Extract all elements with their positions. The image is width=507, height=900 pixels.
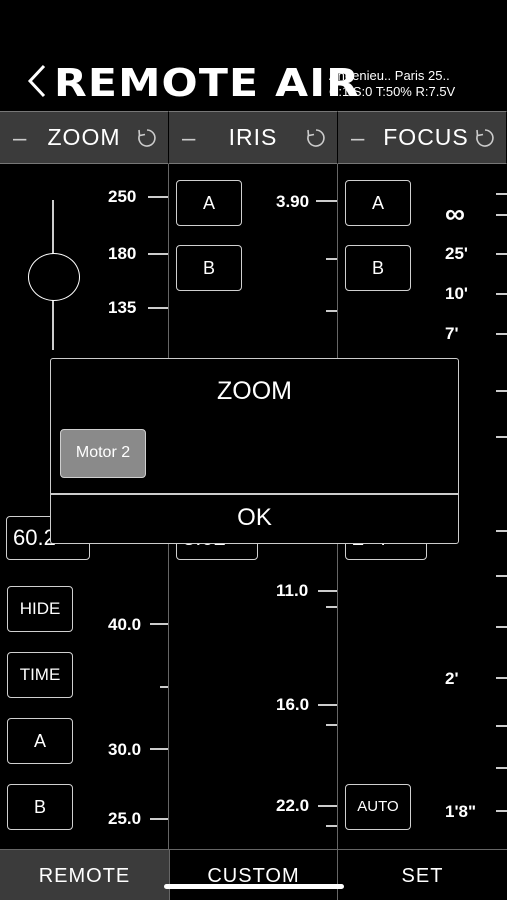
auto-focus-button[interactable]: AUTO	[345, 784, 411, 830]
iris-tick	[326, 258, 337, 260]
zoom-slider-knob[interactable]	[28, 253, 80, 301]
iris-scale-label: 22.0	[276, 796, 310, 815]
focus-tick	[496, 214, 507, 216]
hide-button[interactable]: HIDE	[7, 586, 73, 632]
zoom-scale-label: 30.0	[108, 740, 142, 759]
focus-tick	[496, 626, 507, 628]
focus-title: FOCUS	[383, 124, 469, 150]
focus-column-header: – FOCUS	[338, 111, 507, 164]
iris-scale-label: 3.90	[276, 192, 310, 211]
focus-tick	[496, 293, 507, 295]
dialog-title: ZOOM	[217, 377, 292, 405]
focus-reset-icon[interactable]	[474, 127, 496, 149]
focus-tick	[496, 677, 507, 679]
motor-status: C:1 S:0 T:50% R:7.5V	[329, 84, 456, 99]
focus-scale-label: 25'	[445, 244, 468, 263]
zoom-scale-label: 40.0	[108, 615, 142, 634]
iris-tick	[316, 200, 337, 202]
focus-tick	[496, 436, 507, 438]
focus-scale-label: ∞	[445, 198, 465, 229]
zoom-tick	[148, 307, 168, 309]
back-chevron-icon[interactable]	[26, 63, 48, 99]
iris-tick	[318, 704, 337, 706]
focus-tick	[496, 575, 507, 577]
iris-reset-icon[interactable]	[305, 127, 327, 149]
zoom-scale-label: 25.0	[108, 809, 142, 828]
focus-scale-label: 7'	[445, 324, 459, 343]
focus-tick	[496, 333, 507, 335]
tab-remote[interactable]: REMOTE	[0, 850, 169, 900]
iris-tick	[326, 825, 337, 827]
zoom-b-button[interactable]: B	[7, 784, 73, 830]
iris-scale-label: 11.0	[276, 581, 309, 600]
lens-name: Angenieu.. Paris 25..	[329, 68, 450, 83]
iris-b-button[interactable]: B	[176, 245, 242, 291]
iris-column-header: – IRIS	[169, 111, 338, 164]
iris-scale-label: 16.0	[276, 695, 310, 714]
app-header: REMOTE AIR Angenieu.. Paris 25.. C:1 S:0…	[0, 55, 507, 110]
home-indicator[interactable]	[164, 884, 344, 889]
focus-scale-label: 2'	[445, 669, 459, 688]
dialog-divider	[51, 493, 458, 495]
device-status: Angenieu.. Paris 25.. C:1 S:0 T:50% R:7.…	[329, 68, 455, 100]
zoom-tick	[150, 748, 168, 750]
zoom-scale-label: 250	[108, 187, 137, 206]
iris-title: IRIS	[228, 124, 278, 150]
zoom-reset-icon[interactable]	[136, 127, 158, 149]
tab-custom[interactable]: CUSTOM	[169, 850, 338, 900]
focus-a-button[interactable]: A	[345, 180, 411, 226]
iris-minus-icon[interactable]: –	[182, 125, 196, 152]
zoom-tick	[150, 818, 168, 820]
focus-b-button[interactable]: B	[345, 245, 411, 291]
focus-tick	[496, 530, 507, 532]
zoom-a-button[interactable]: A	[7, 718, 73, 764]
focus-tick	[496, 193, 507, 195]
focus-tick	[496, 810, 507, 812]
focus-scale-label: 1'8"	[445, 802, 477, 821]
focus-scale-label: 10'	[445, 284, 468, 303]
zoom-tick	[150, 623, 168, 625]
zoom-scale-label: 135	[108, 298, 137, 317]
iris-tick	[326, 724, 337, 726]
focus-tick	[496, 767, 507, 769]
focus-minus-icon[interactable]: –	[351, 125, 365, 152]
iris-tick	[318, 805, 337, 807]
time-button[interactable]: TIME	[7, 652, 73, 698]
iris-tick	[326, 310, 337, 312]
zoom-tick	[160, 686, 168, 688]
zoom-motor-dialog: ZOOM Motor 2 OK	[50, 358, 459, 544]
app-title: REMOTE AIR	[54, 61, 361, 105]
iris-tick	[326, 606, 337, 608]
zoom-minus-icon[interactable]: –	[13, 125, 27, 152]
zoom-tick	[148, 196, 168, 198]
zoom-tick	[148, 253, 168, 255]
zoom-scale-label: 180	[108, 244, 137, 263]
zoom-column-header: – ZOOM	[0, 111, 169, 164]
bottom-tab-bar: REMOTE CUSTOM SET	[0, 849, 507, 900]
motor-2-option[interactable]: Motor 2	[60, 429, 146, 478]
iris-tick	[318, 590, 337, 592]
zoom-title: ZOOM	[47, 124, 121, 150]
focus-tick	[496, 725, 507, 727]
focus-tick	[496, 253, 507, 255]
tab-set[interactable]: SET	[338, 850, 507, 900]
iris-a-button[interactable]: A	[176, 180, 242, 226]
ok-button[interactable]: OK	[237, 504, 272, 531]
focus-tick	[496, 390, 507, 392]
